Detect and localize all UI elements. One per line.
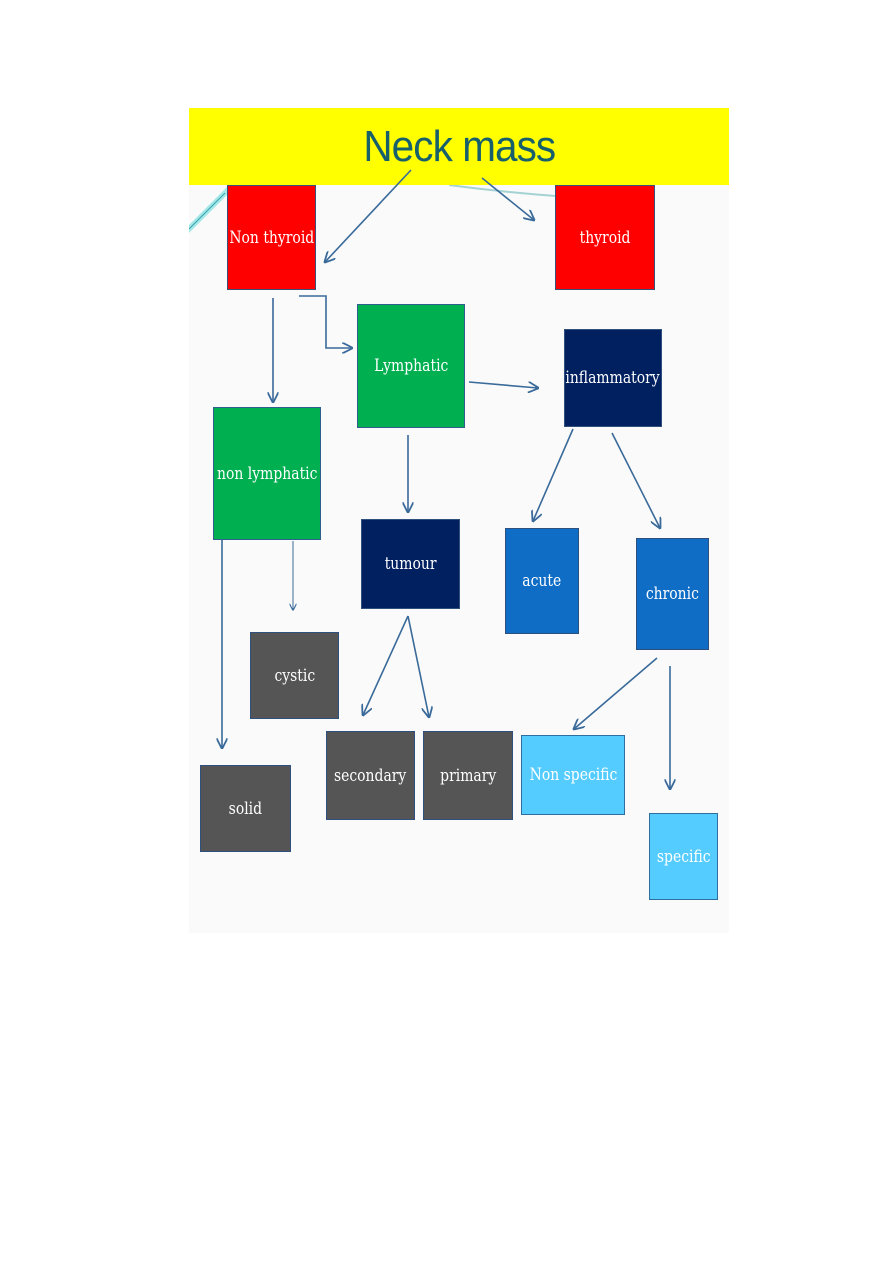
arrow-lymphatic-to-inflammatory (468, 381, 538, 388)
node-secondary: secondary (326, 731, 415, 820)
arrow-neckmass-to-thyroid (481, 177, 534, 220)
arrow-inflammatory-to-chronic (611, 432, 660, 528)
node-thyroid: thyroid (555, 185, 655, 290)
node-non-specific: Non specific (521, 735, 625, 815)
node-cystic: cystic (250, 632, 339, 719)
arrow-nonthyroid-to-lymphatic (299, 295, 352, 348)
node-non-lymphatic: non lymphatic (213, 407, 321, 540)
node-non-thyroid: Non thyroid (227, 185, 316, 290)
node-acute: acute (505, 528, 579, 634)
slide: Neck mass Non (189, 108, 729, 933)
arrow-neckmass-to-nonthyroid (325, 169, 412, 262)
arrow-inflammatory-to-acute (533, 428, 574, 521)
node-lymphatic: Lymphatic (357, 304, 465, 428)
title-bar: Neck mass (189, 108, 729, 185)
arrows-layer (189, 169, 729, 933)
node-tumour: tumour (361, 519, 460, 609)
decorative-swoosh (189, 185, 237, 233)
node-chronic: chronic (636, 538, 709, 650)
diagram-title: Neck mass (363, 121, 556, 171)
arrow-tumour-to-secondary (363, 615, 409, 715)
node-primary: primary (423, 731, 513, 820)
node-inflammatory: inflammatory (564, 329, 662, 427)
arrow-chronic-to-nonspecific (574, 657, 658, 729)
node-solid: solid (200, 765, 291, 852)
node-specific: specific (649, 813, 718, 900)
arrow-tumour-to-primary (407, 615, 429, 717)
